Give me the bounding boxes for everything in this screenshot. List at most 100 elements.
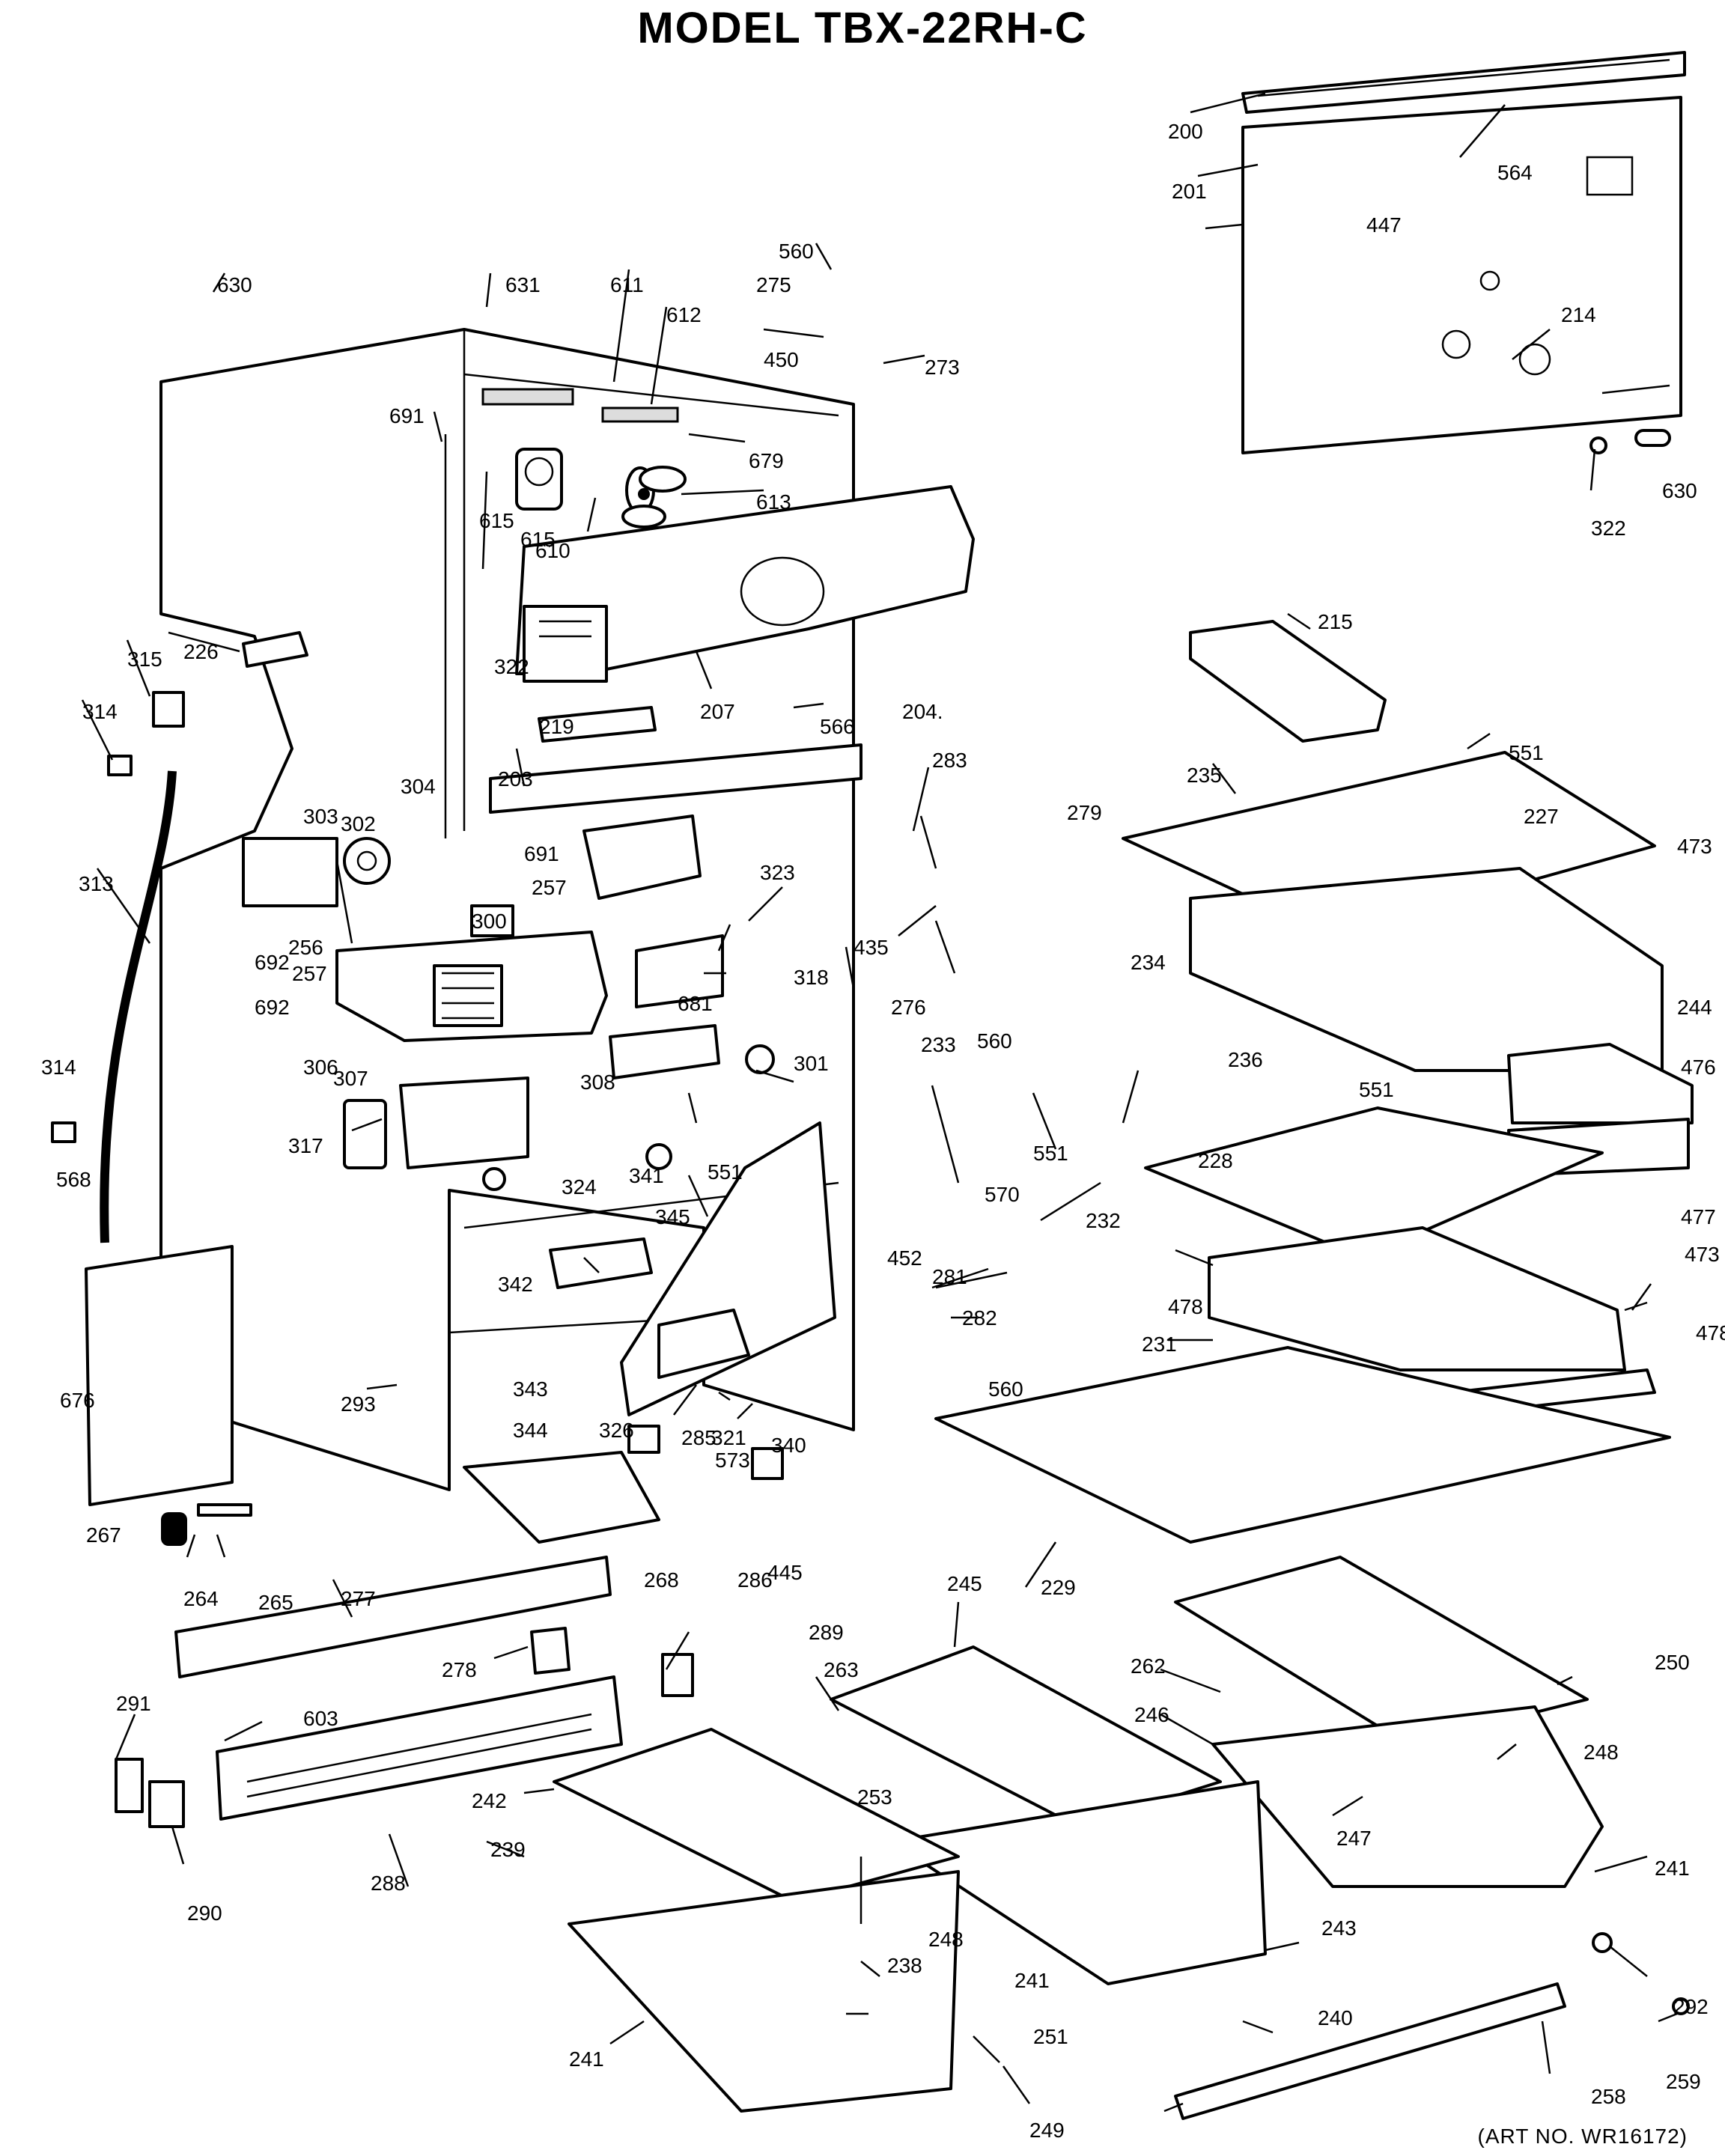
callout-46: 314 (82, 700, 118, 723)
plate-308 (609, 1024, 720, 1079)
callout-45: 315 (127, 648, 162, 671)
callout-9: 322 (1591, 517, 1626, 540)
grommet (1634, 429, 1671, 447)
base-rail-277 (174, 1556, 612, 1678)
callout-79: 452 (887, 1246, 922, 1270)
callout-129: 258 (1591, 2085, 1626, 2108)
callout-53: 692 (255, 951, 290, 974)
callout-40: 478 (1168, 1295, 1203, 1318)
clip-289 (661, 1653, 694, 1697)
crisper-240 (568, 1870, 960, 2113)
shelf-229 (934, 1346, 1671, 1544)
callout-84: 343 (513, 1377, 548, 1401)
callout-80: 281 (932, 1265, 967, 1288)
freezer-basket-215 (1189, 620, 1387, 743)
callout-11: 630 (217, 273, 252, 296)
callout-104: 263 (824, 1658, 859, 1681)
callout-15: 691 (389, 404, 425, 427)
callout-4: 560 (779, 240, 814, 263)
callout-21: 207 (700, 700, 735, 723)
crisper-243 (889, 1780, 1267, 1985)
callout-36: 551 (1359, 1078, 1394, 1101)
callout-52: 257 (532, 876, 567, 899)
callout-125: 251 (1033, 2025, 1068, 2048)
callout-5: 275 (756, 273, 791, 296)
callout-113: 603 (303, 1707, 338, 1730)
callout-103: 289 (809, 1621, 844, 1644)
bracket-612 (601, 406, 679, 423)
clip-314b (51, 1121, 76, 1143)
callout-68: 301 (794, 1052, 829, 1075)
callout-73: 570 (985, 1183, 1020, 1206)
callout-81: 282 (962, 1306, 997, 1330)
callout-117: 239 (490, 1838, 526, 1861)
callout-95: 568 (56, 1168, 91, 1191)
callout-74: 341 (629, 1164, 664, 1187)
callout-77: 324 (562, 1175, 597, 1199)
callout-54: 691 (524, 842, 559, 865)
callout-90: 285 (681, 1426, 717, 1449)
callout-94: 314 (41, 1056, 76, 1079)
control-housing (335, 931, 608, 1042)
callout-124: 241 (569, 2047, 604, 2071)
callout-118: 253 (857, 1785, 892, 1809)
callout-43: 229 (1041, 1576, 1076, 1599)
callout-50: 304 (401, 775, 436, 798)
callout-13: 611 (610, 273, 644, 296)
heater-219 (538, 706, 657, 743)
callout-42: 478 (1696, 1321, 1725, 1345)
switch-317 (343, 1099, 387, 1169)
callout-18: 610 (535, 539, 571, 562)
callout-89: 340 (771, 1434, 806, 1457)
callout-93: 268 (644, 1568, 679, 1592)
callout-108: 246 (1134, 1703, 1169, 1726)
clip-291 (115, 1758, 144, 1813)
caster-264 (161, 1512, 187, 1546)
shelf-245 (830, 1645, 1222, 1828)
callout-65: 681 (678, 992, 713, 1015)
callout-37: 228 (1198, 1149, 1233, 1172)
callout-1: 201 (1172, 180, 1207, 203)
callout-34: 236 (1228, 1048, 1263, 1071)
callout-0: 200 (1168, 120, 1203, 143)
callout-22: 322 (494, 655, 529, 678)
callout-28: 551 (1509, 741, 1544, 764)
callout-16: 679 (749, 449, 784, 472)
callout-47: 313 (79, 872, 114, 895)
clip-290 (148, 1780, 185, 1828)
callout-8: 214 (1561, 303, 1596, 326)
callout-24: 204. (902, 700, 943, 723)
relay-285 (627, 1425, 660, 1454)
duct-340 (657, 1309, 750, 1379)
fan-motor (515, 448, 563, 511)
evaporator-housing (515, 485, 975, 683)
callout-58: 279 (1067, 801, 1102, 824)
callout-25: 203 (498, 767, 533, 791)
callout-78: 345 (655, 1205, 690, 1228)
valve-315 (152, 691, 185, 728)
callout-12: 631 (505, 273, 541, 296)
screw-292 (1672, 1997, 1690, 2015)
callout-39: 473 (1685, 1243, 1720, 1266)
shelf-228 (1144, 1106, 1604, 1259)
fan-blade (621, 466, 687, 529)
callout-17: 615 (479, 509, 514, 532)
callout-72: 551 (1033, 1142, 1068, 1165)
callout-27: 215 (1318, 610, 1353, 633)
callout-75: 551 (708, 1160, 743, 1184)
callout-112: 291 (116, 1692, 151, 1715)
callout-35: 476 (1681, 1056, 1716, 1079)
knob-341 (645, 1143, 672, 1170)
callout-127: 292 (1673, 1995, 1709, 2018)
callout-85: 344 (513, 1419, 548, 1442)
callout-49: 302 (341, 812, 376, 835)
callout-41: 231 (1142, 1333, 1177, 1356)
callout-70: 233 (921, 1033, 956, 1056)
callout-60: 560 (977, 1029, 1012, 1053)
art-number: (ART NO. WR16172) (1477, 2125, 1688, 2148)
callout-20: 613 (756, 490, 791, 514)
callout-67: 307 (333, 1067, 368, 1090)
callout-30: 235 (1187, 764, 1222, 787)
